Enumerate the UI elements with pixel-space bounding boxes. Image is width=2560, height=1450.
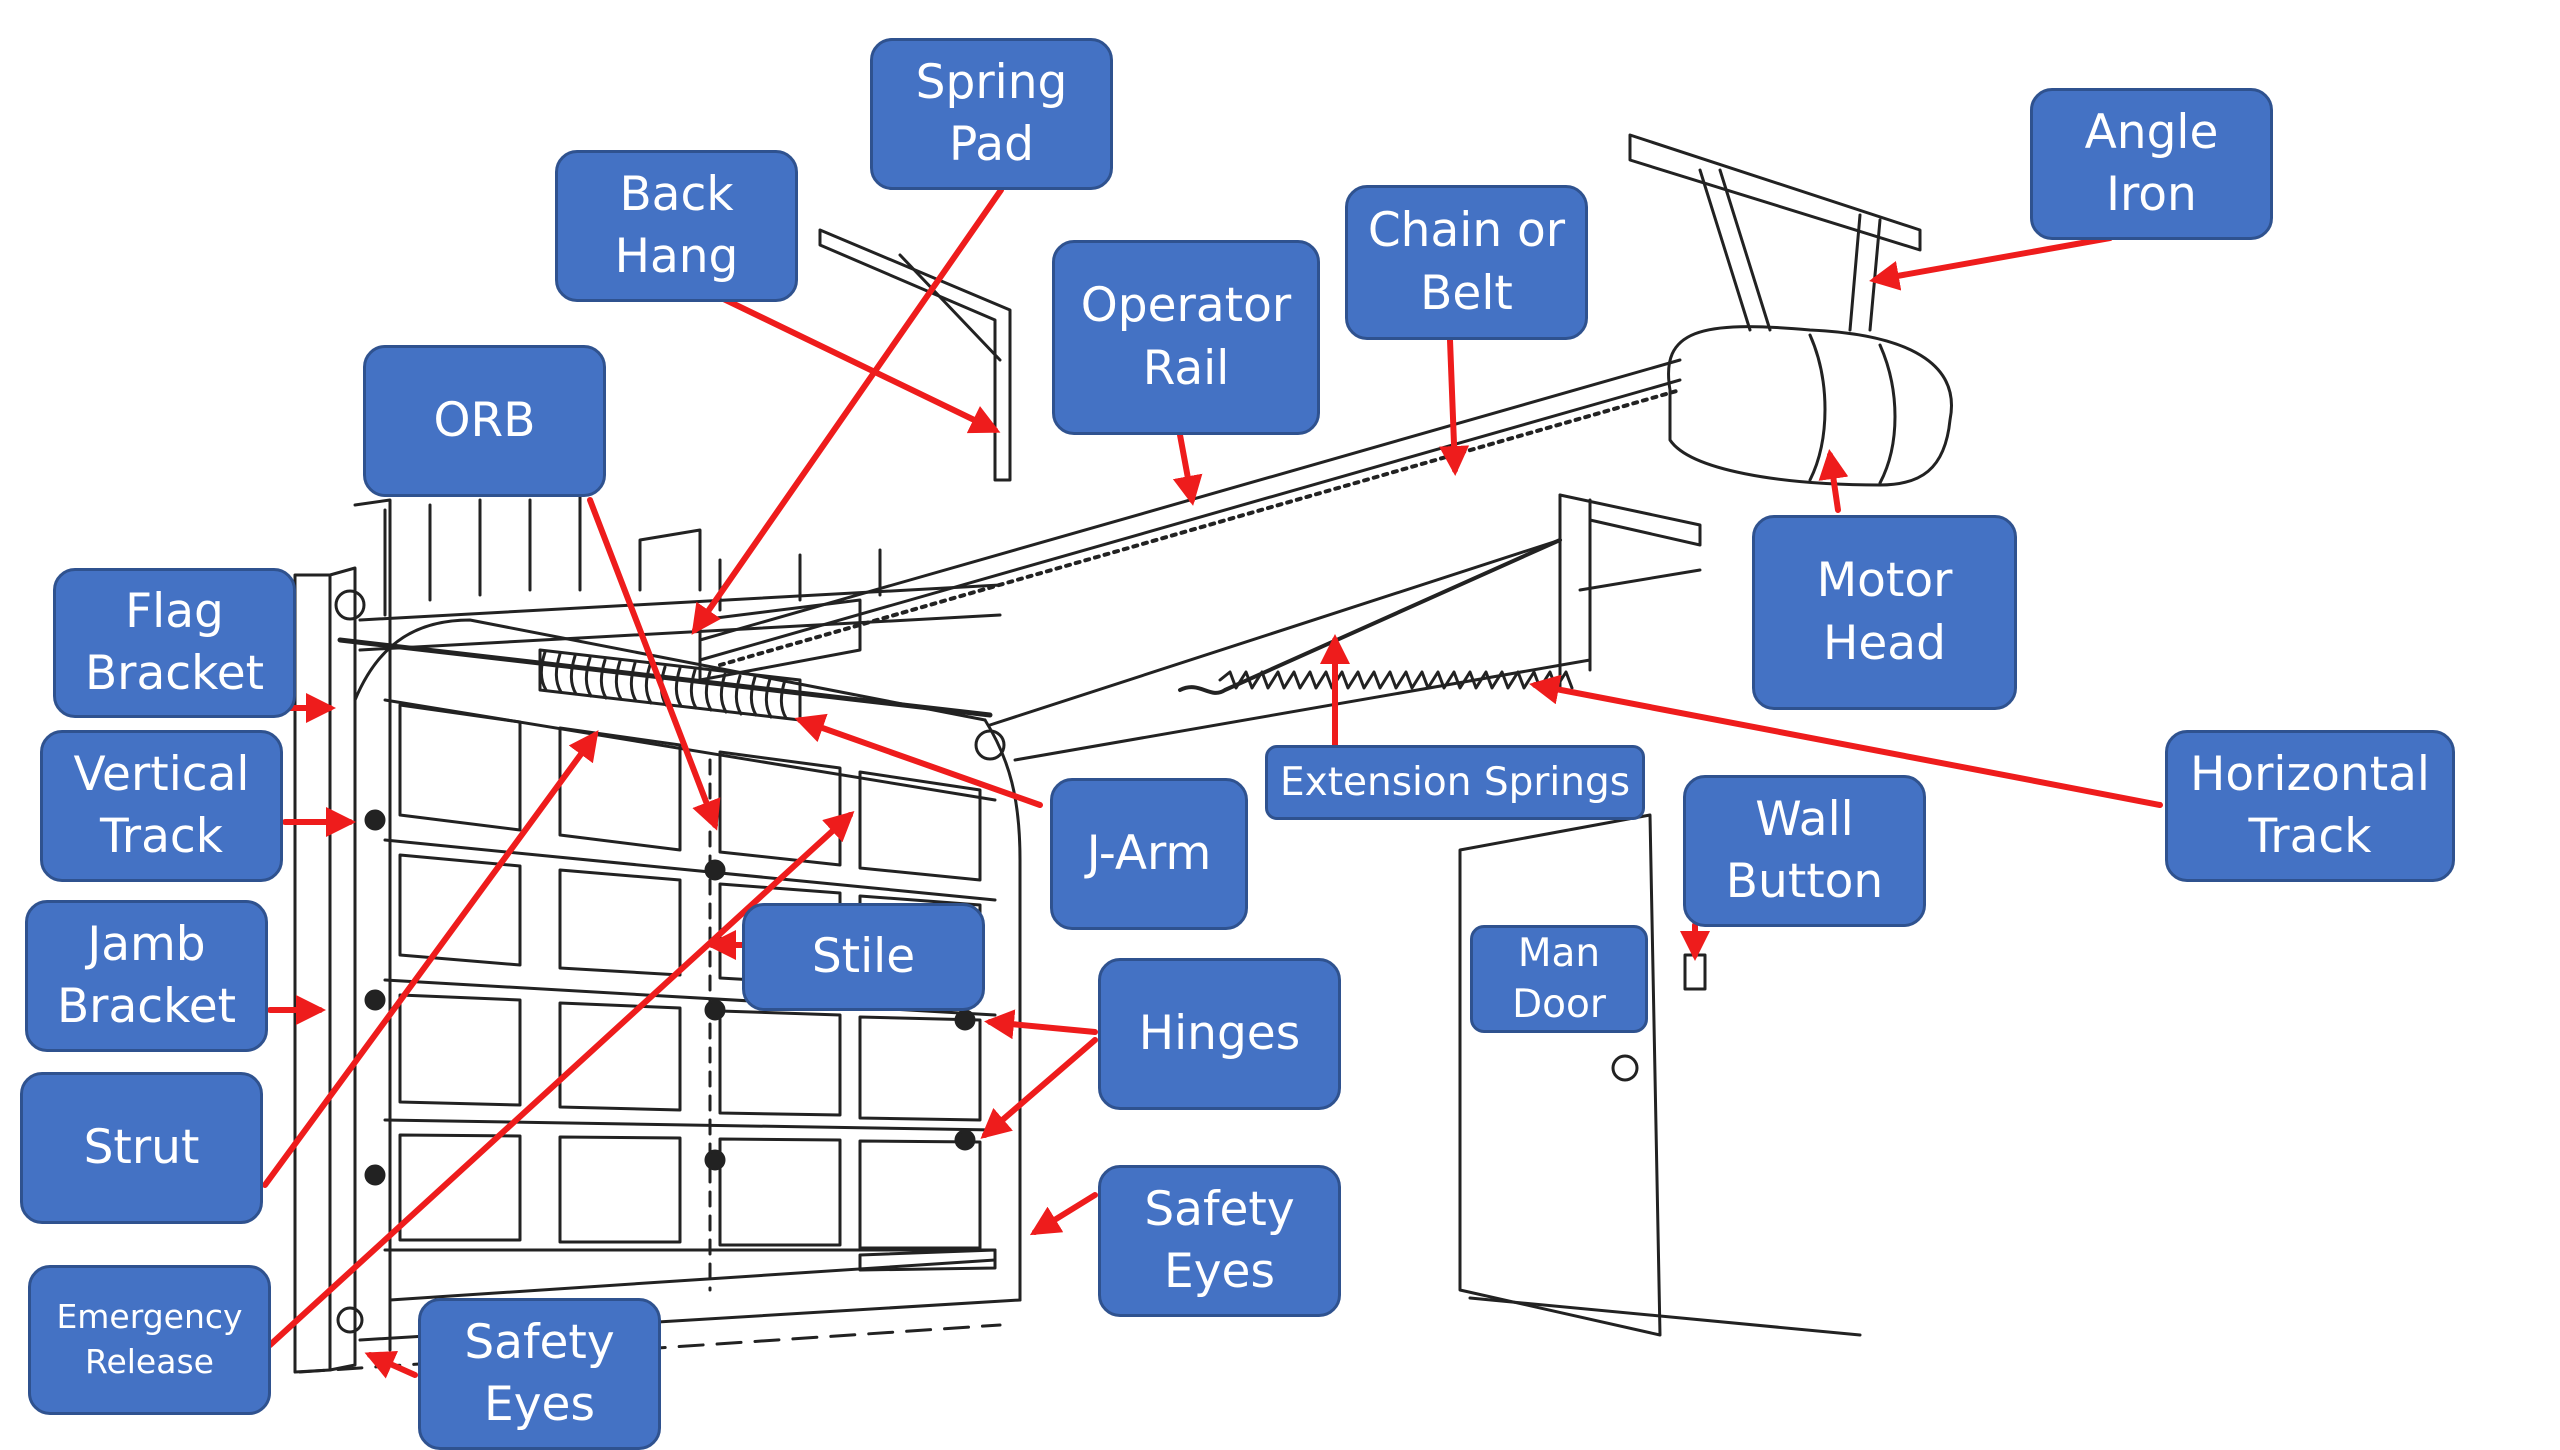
label-safety-eyes-right-text: Safety Eyes xyxy=(1144,1181,1295,1299)
label-stile-text: Stile xyxy=(811,928,916,984)
label-safety-eyes-left: Safety Eyes xyxy=(418,1298,661,1450)
arrow-safety-eyes-left xyxy=(364,1351,418,1379)
label-safety-eyes-left-text: Safety Eyes xyxy=(464,1314,615,1432)
label-jamb-bracket: Jamb Bracket xyxy=(25,900,268,1052)
arrow-orb xyxy=(587,497,721,831)
label-man-door: Man Door xyxy=(1470,925,1648,1033)
motor-assembly xyxy=(1628,133,1953,487)
label-emergency-release: Emergency Release xyxy=(28,1265,271,1415)
arrow-hinges-lower xyxy=(980,1037,1098,1139)
label-man-door-text: Man Door xyxy=(1512,930,1606,1027)
label-wall-button: Wall Button xyxy=(1683,775,1926,927)
label-flag-bracket-text: Flag Bracket xyxy=(84,583,265,701)
label-strut-text: Strut xyxy=(83,1119,200,1175)
label-stile: Stile xyxy=(742,903,985,1011)
label-spring-pad-text: Spring Pad xyxy=(915,54,1068,172)
label-angle-iron-text: Angle Iron xyxy=(2084,104,2219,222)
label-extension-springs: Extension Springs xyxy=(1265,745,1645,820)
arrow-horizontal-track xyxy=(1529,674,2163,808)
label-wall-button-text: Wall Button xyxy=(1725,791,1884,909)
label-j-arm: J-Arm xyxy=(1050,778,1248,930)
label-hinges: Hinges xyxy=(1098,958,1341,1110)
horizontal-track xyxy=(988,493,1702,762)
label-hinges-text: Hinges xyxy=(1138,1005,1301,1061)
pointer-arrows xyxy=(262,187,2163,1379)
hinges xyxy=(364,809,976,1186)
label-spring-pad: Spring Pad xyxy=(870,38,1113,190)
arrow-angle-iron xyxy=(1869,235,2113,291)
arrow-safety-eyes-right xyxy=(1029,1192,1098,1236)
label-extension-springs-text: Extension Springs xyxy=(1279,759,1631,805)
label-vertical-track-text: Vertical Track xyxy=(73,746,250,864)
label-motor-head: Motor Head xyxy=(1752,515,2017,710)
wall-button-box xyxy=(1683,953,1707,991)
arrow-emergency-release xyxy=(267,810,855,1348)
door-jamb xyxy=(293,493,582,1374)
arrow-spring-pad xyxy=(691,187,1004,635)
line-art xyxy=(293,133,1953,1374)
label-orb: ORB xyxy=(363,345,606,497)
arrow-motor-head xyxy=(1818,449,1849,513)
label-chain-or-belt: Chain or Belt xyxy=(1345,185,1588,340)
door-panels xyxy=(383,698,997,1292)
arrow-back-hang xyxy=(702,287,1001,434)
arrow-hinges-upper xyxy=(984,1009,1098,1040)
arrow-strut xyxy=(262,730,599,1188)
label-emergency-release-text: Emergency Release xyxy=(56,1297,243,1381)
label-vertical-track: Vertical Track xyxy=(40,730,283,882)
arrow-chain-or-belt xyxy=(1439,337,1470,476)
man-door xyxy=(1458,813,1862,1337)
label-jamb-bracket-text: Jamb Bracket xyxy=(56,916,237,1034)
arrow-j-arm xyxy=(794,713,1043,808)
arrow-operator-rail xyxy=(1172,432,1203,506)
label-operator-rail: Operator Rail xyxy=(1052,240,1320,435)
header-framing xyxy=(358,528,1002,652)
back-hang xyxy=(818,228,1012,482)
label-back-hang: Back Hang xyxy=(555,150,798,302)
label-horizontal-track-text: Horizontal Track xyxy=(2190,746,2430,864)
label-flag-bracket: Flag Bracket xyxy=(53,568,296,718)
label-motor-head-text: Motor Head xyxy=(1816,553,1953,671)
label-operator-rail-text: Operator Rail xyxy=(1080,278,1292,396)
label-j-arm-text: J-Arm xyxy=(1086,825,1212,881)
label-angle-iron: Angle Iron xyxy=(2030,88,2273,240)
label-chain-or-belt-text: Chain or Belt xyxy=(1367,203,1566,321)
label-horizontal-track: Horizontal Track xyxy=(2165,730,2455,882)
label-back-hang-text: Back Hang xyxy=(614,166,739,284)
label-orb-text: ORB xyxy=(433,392,536,448)
label-strut: Strut xyxy=(20,1072,263,1224)
label-safety-eyes-right: Safety Eyes xyxy=(1098,1165,1341,1317)
